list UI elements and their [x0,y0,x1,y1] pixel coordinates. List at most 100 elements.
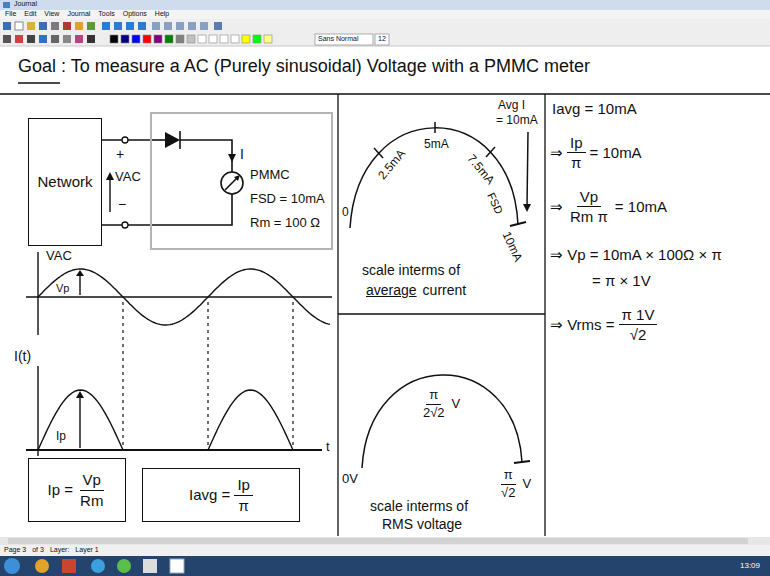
axis-label: t [326,440,330,455]
scale-mark: 0V [342,472,358,487]
equation: ⇒ Vp = 10mA × 100Ω × π [550,246,722,263]
scale-mark: 0 [342,206,349,220]
formula-text: Rm [77,491,106,509]
scale-mark: 0V [342,472,358,487]
equation: = π × 1V [592,272,651,289]
color-palette [110,35,272,43]
node-content: Iavg =Ipπ [143,469,299,521]
voltage-arrow [109,178,110,212]
fraction: π2√2 [420,388,448,421]
scale-mark: 7.5mA [464,152,497,187]
app-icon [3,2,10,8]
peak-label: Ip [56,430,66,444]
menu-item: View [44,10,59,18]
toolbar-icons [3,22,222,43]
size-box [375,34,389,45]
divider-line [338,313,545,314]
pointer-note: = 10mA [496,114,538,128]
font-box [315,34,373,45]
fraction: π 1V√2 [619,306,658,344]
divider-line [544,94,545,536]
scale-mark: 2√2 [420,405,448,421]
pointer-note: = 10mA [496,114,538,128]
node-label: Network [37,173,92,190]
meter-spec: PMMC [250,168,290,183]
taskbar-icons [4,558,184,574]
formula-text: Ip [234,476,253,495]
scale-caption: average [366,282,417,298]
scale-mark: 10mA [499,230,525,264]
scale-caption: scale interms of [362,262,460,278]
scale-caption: scale interms of [362,262,460,278]
current-arrow [228,154,236,162]
menu-item: Edit [24,10,36,18]
meter-needle-head [234,175,240,181]
font-size: 12 [378,35,386,43]
menu-item: File [5,10,16,18]
scale-caption: scale interms of [370,498,468,514]
equation: π [568,153,584,171]
toolbar-border [0,46,770,47]
polarity-sign: + [116,146,124,162]
equation: ⇒Ipπ= 10mA [550,134,642,172]
network-box: Network [28,118,102,246]
status-text: Layer: [50,546,69,554]
equation: Rm π [567,207,611,225]
scale-caption: average current [366,282,466,298]
scale-mark: 7.5mA [464,152,497,187]
scale-mark: V [452,397,461,412]
axis-label: VAC [46,249,72,264]
voltage-graph [26,252,332,335]
meter-box: PMMC FSD = 10mA Rm = 100 Ω [150,112,333,250]
fraction: VpRm π [567,188,611,226]
scroll-thumb [8,538,748,544]
signal-name: VAC [115,170,141,185]
divider-line [337,94,338,536]
pointer-arrowhead [523,204,531,212]
equation: π 1V [619,306,658,325]
peak-arrowhead [76,391,84,398]
toolbar [0,19,770,46]
font-name: Sans Normal [318,35,358,43]
scale-mark: 5mA [424,138,449,152]
equation: = π × 1V [592,272,651,289]
menu-item: Options [123,10,147,18]
equation: √2 [627,325,650,343]
formula-box: Iavg =Ipπ [142,468,300,522]
voltage-arrowhead [106,172,114,180]
diode-symbol [165,132,180,148]
pointer-note: Avg I [498,99,525,113]
font-name: Sans Normal [318,35,358,43]
scale-mark: √2 [498,485,518,501]
current-label: I [240,146,244,162]
scale-mark: 5mA [424,138,449,152]
scale-mark: 2.5mA [376,147,409,182]
status-text: of 3 [32,546,44,554]
equation: Ip [567,134,586,153]
divider-line [0,93,770,94]
formula-box: Ip =VpRm [28,458,126,522]
scale-caption: RMS voltage [382,516,462,532]
pointer-note: Avg I [498,99,525,113]
fraction: Ipπ [234,476,253,514]
menu-item: Journal [67,10,90,18]
equation: Iavg = 10mA [552,100,637,117]
formula-text: Ip = [48,481,73,498]
scale-caption: current [423,282,467,298]
peak-label: Vp [56,282,69,295]
scale-mark: π√2V [498,468,531,501]
formula-text: π [235,496,251,514]
scale-mark: π [426,388,441,405]
equation: Iavg = 10mA [552,100,637,117]
meter-spec: Rm = 100 Ω [250,216,320,231]
meter-spec: FSD = 10mA [250,192,325,207]
equation: ⇒ Vrms = [550,316,615,333]
equation: ⇒ Vrms =π 1V√2 [550,306,657,344]
menu-item: Help [155,10,169,18]
status-text: Page 3 [4,546,26,554]
peak-label: Ip [56,430,66,444]
polarity-sign: − [118,196,126,212]
fraction: π√2 [498,468,518,501]
scale-mark: π [501,468,516,485]
axis-label: I(t) [14,348,31,364]
